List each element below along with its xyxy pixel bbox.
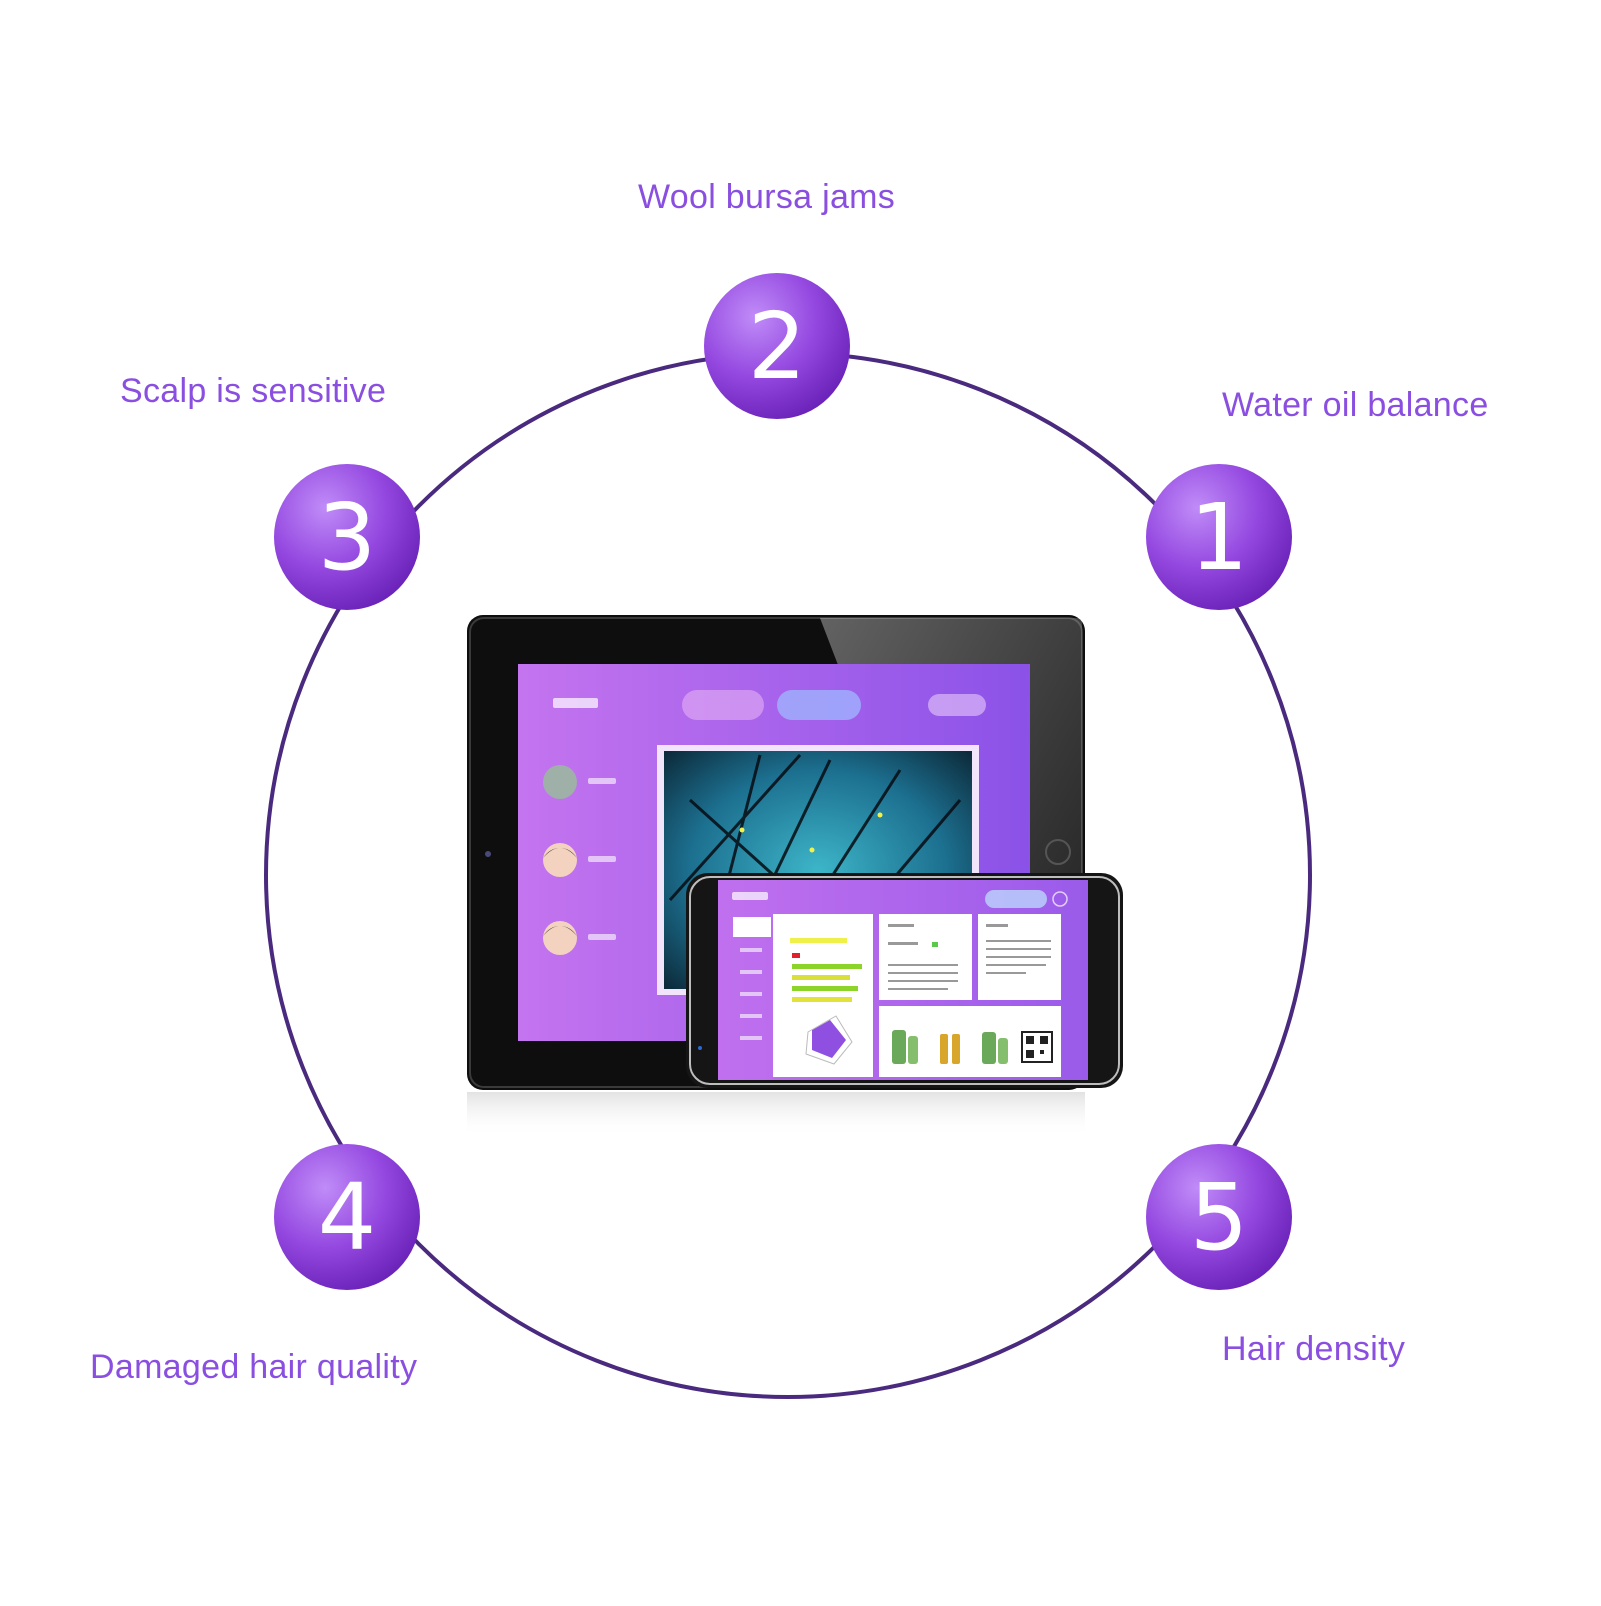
badge-4-number: 4 [318, 1164, 377, 1271]
label-item-3: Scalp is sensitive [120, 372, 387, 410]
avatar [543, 765, 577, 799]
badge-5: 5 [1146, 1144, 1292, 1290]
badge-2-number: 2 [748, 293, 807, 400]
badge-5-number: 5 [1190, 1164, 1249, 1271]
tablet-tab-button-active [777, 690, 861, 720]
label-item-4: Damaged hair quality [90, 1348, 418, 1386]
report-panel [879, 914, 972, 1000]
tablet-tab-button [682, 690, 764, 720]
phone-device [686, 873, 1123, 1088]
label-item-2: Wool bursa jams [638, 178, 896, 216]
qr-code-icon [1021, 1031, 1053, 1063]
tablet-camera-icon [485, 851, 491, 857]
tablet-home-button [1045, 839, 1071, 865]
product-bottle-icon [940, 1034, 960, 1064]
avatar [543, 921, 577, 955]
product-bottle-icon [892, 1030, 918, 1064]
product-bottle-icon [982, 1032, 1008, 1064]
tablet-action-button [928, 694, 986, 716]
label-item-5: Hair density [1222, 1330, 1406, 1368]
badge-4: 4 [274, 1144, 420, 1290]
avatar [543, 843, 577, 877]
badge-1-number: 1 [1190, 484, 1249, 591]
badge-3: 3 [274, 464, 420, 610]
badge-3-number: 3 [318, 484, 377, 591]
badge-2: 2 [704, 273, 850, 419]
badge-1: 1 [1146, 464, 1292, 610]
label-item-1: Water oil balance [1222, 386, 1489, 424]
